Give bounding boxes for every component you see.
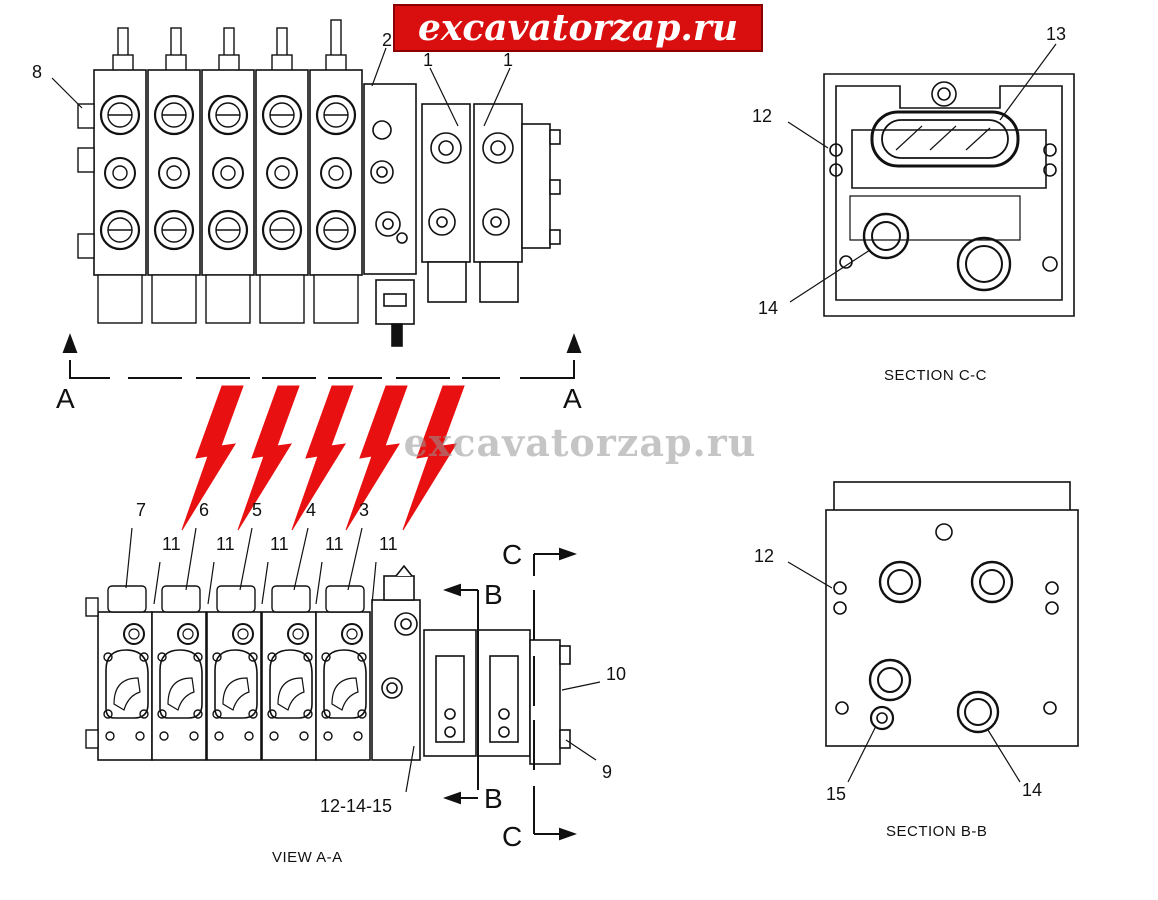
caption-view-aa: VIEW A-A [272,849,343,866]
captions: VIEW A-A SECTION C-C SECTION B-B [272,367,987,866]
spool-section [97,585,153,761]
section-letter-c-top: C [502,539,522,570]
callout-14: 14 [1022,780,1042,800]
aa-auxiliary-sections [423,629,571,765]
spool-section [206,585,262,761]
callout-11: 11 [270,534,289,554]
view-aa [85,527,601,841]
valve-assembly-top-view [51,19,582,379]
aa-end-bolts [85,597,99,749]
spool-stems [112,19,347,72]
section-letter-c-bottom: C [502,821,522,852]
callout-3: 3 [359,500,369,520]
callout-7: 7 [136,500,146,520]
auxiliary-sections [421,103,561,303]
callout-11: 11 [325,534,344,554]
callout-2: 2 [382,30,392,50]
spool-section [254,68,310,325]
left-end-bolts [77,103,95,259]
callout-12: 12 [754,546,774,566]
spool-section [151,585,207,761]
caption-section-cc: SECTION C-C [884,367,987,384]
callout-11: 11 [379,534,398,554]
section-letter-a-right: A [563,383,582,414]
red-arrows [181,385,465,531]
callout-11: 11 [216,534,235,554]
spool-section [92,68,148,325]
aa-inlet-section [371,564,421,761]
callout-11: 11 [162,534,181,554]
spool-section [261,585,317,761]
callout-labels: 8 2 1 1 7 6 5 4 3 11 11 11 11 11 10 9 12… [32,24,1066,816]
callout-13: 13 [1046,24,1066,44]
spool-section [315,585,371,761]
callout-6: 6 [199,500,209,520]
callout-14: 14 [758,298,778,318]
callout-1-right: 1 [503,50,513,70]
section-bb [787,481,1079,783]
callout-12-14-15: 12-14-15 [320,796,392,816]
caption-section-bb: SECTION B-B [886,823,987,840]
callout-10: 10 [606,664,626,684]
callout-1-left: 1 [423,50,433,70]
callout-15: 15 [826,784,846,804]
section-letter-a-left: A [56,383,75,414]
watermark-banner: excavatorzap.ru [393,4,763,52]
section-line-aa [62,333,582,379]
callout-5: 5 [252,500,262,520]
section-line-cc [533,547,577,841]
inlet-section [363,83,417,347]
section-cc [787,43,1075,317]
spool-section [200,68,256,325]
section-letter-b-top: B [484,579,503,610]
watermark-faint: excavatorzap.ru [403,420,757,465]
spool-section [146,68,202,325]
callout-4: 4 [306,500,316,520]
callout-12: 12 [752,106,772,126]
section-letters: A A B B C C [56,383,582,852]
callout-9: 9 [602,762,612,782]
section-line-bb [443,583,479,805]
watermark-banner-text: excavatorzap.ru [417,7,739,49]
section-letter-b-bottom: B [484,783,503,814]
spool-section [308,68,364,325]
callout-8: 8 [32,62,42,82]
